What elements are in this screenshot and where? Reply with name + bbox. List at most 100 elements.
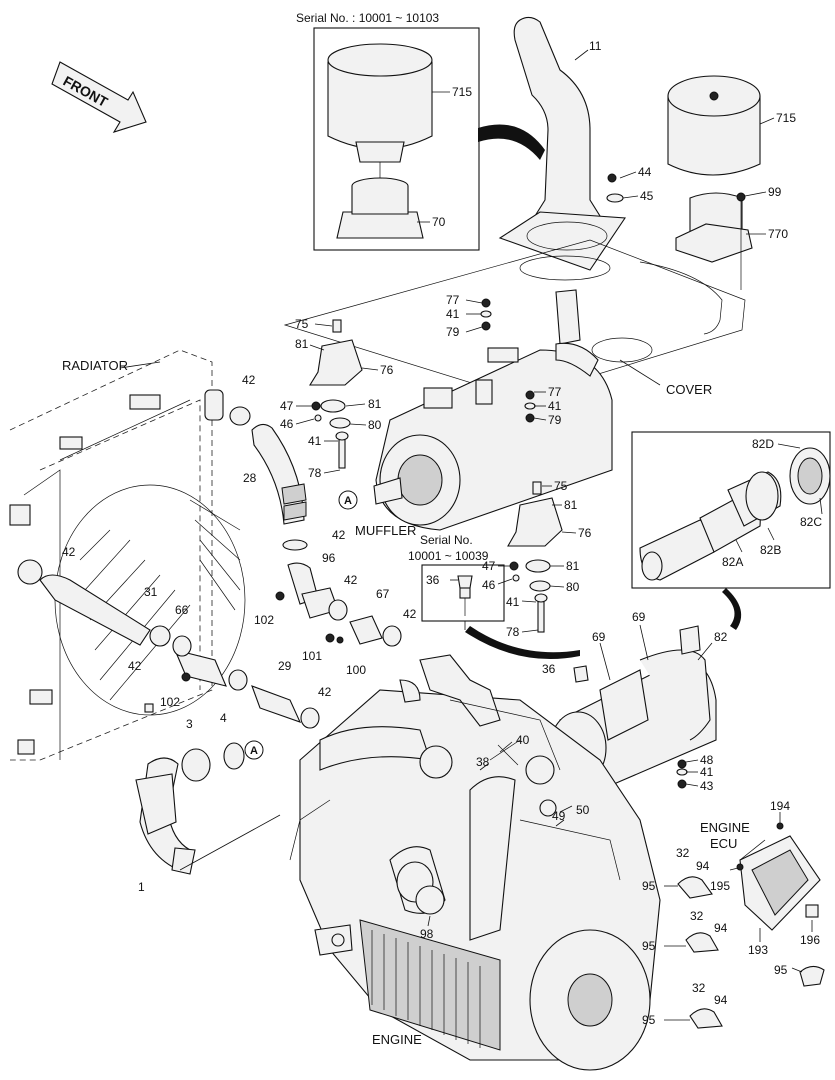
callout: 41 [548, 399, 562, 413]
callout: 80 [368, 418, 382, 432]
callout: 50 [576, 803, 590, 817]
serial-mid-label-1: Serial No. [420, 533, 473, 547]
bracket-lower [497, 481, 577, 633]
caption-engine: ENGINE [372, 1032, 422, 1047]
callout: 102 [254, 613, 274, 627]
callout: 66 [175, 603, 189, 617]
callout: 80 [566, 580, 580, 594]
callout: 75 [295, 317, 309, 331]
clips [664, 876, 825, 1029]
callout: 193 [748, 943, 768, 957]
callout: 82B [760, 543, 781, 557]
callout: 94 [714, 993, 728, 1007]
callout: 95 [642, 879, 656, 893]
serial-inset-top: Serial No. : 10001 ~ 10103 [296, 11, 480, 251]
callout: 67 [376, 587, 390, 601]
callout: 82A [722, 555, 743, 569]
callout: 47 [482, 559, 496, 573]
callout: 99 [768, 185, 782, 199]
callout: 3 [186, 717, 193, 731]
callout: 41 [446, 307, 460, 321]
callout: 196 [800, 933, 820, 947]
callout: 42 [403, 607, 417, 621]
callout: 46 [482, 578, 496, 592]
callout: 32 [690, 909, 704, 923]
callout: 95 [774, 963, 788, 977]
ref-mark-a-lower: A [250, 745, 258, 757]
callout: 41 [308, 434, 322, 448]
callout: 81 [295, 337, 309, 351]
callout: 70 [432, 215, 446, 229]
fasteners-top [465, 298, 547, 423]
callout: 42 [332, 528, 346, 542]
callout: 79 [548, 413, 562, 427]
callout: 79 [446, 325, 460, 339]
callout: 44 [638, 165, 652, 179]
callout: 32 [692, 981, 706, 995]
front-arrow: FRONT [51, 61, 147, 133]
callout: 69 [632, 610, 646, 624]
serial-inset-mid: Serial No. 10001 ~ 10039 [408, 533, 580, 659]
callout: 95 [642, 939, 656, 953]
caption-cover: COVER [666, 382, 712, 397]
callout: 69 [592, 630, 606, 644]
callout: 43 [700, 779, 714, 793]
bracket-upper [295, 319, 379, 474]
callout: 75 [554, 479, 568, 493]
callout: 770 [768, 227, 788, 241]
engine-block [289, 654, 661, 1071]
callout: 81 [566, 559, 580, 573]
serial-top-label: Serial No. : 10001 ~ 10103 [296, 11, 439, 25]
radiator [9, 349, 246, 761]
callout: 82C [800, 515, 822, 529]
callout: 42 [344, 573, 358, 587]
callout: 28 [243, 471, 257, 485]
serial-mid-label-2: 10001 ~ 10039 [408, 549, 489, 563]
callout: 42 [62, 545, 76, 559]
callout: 78 [506, 625, 520, 639]
callout: 194 [770, 799, 790, 813]
callout: 46 [280, 417, 294, 431]
callout: 82D [752, 437, 774, 451]
callout: 4 [220, 711, 227, 725]
callout: 41 [700, 765, 714, 779]
callout: 29 [278, 659, 292, 673]
caption-radiator: RADIATOR [62, 358, 128, 373]
callout: 36 [542, 662, 556, 676]
callout: 1 [138, 880, 145, 894]
callout: 32 [676, 846, 690, 860]
callout: 77 [548, 385, 562, 399]
callout: 78 [308, 466, 322, 480]
caption-ecu-2: ECU [710, 836, 737, 851]
callout: 11 [589, 39, 602, 53]
callout: 81 [368, 397, 382, 411]
callout: 41 [506, 595, 520, 609]
callout: 101 [302, 649, 322, 663]
callout: 102 [160, 695, 180, 709]
air-cleaner-right [606, 75, 775, 290]
callout: 96 [322, 551, 336, 565]
caption-muffler: MUFFLER [355, 523, 416, 538]
callout: 94 [696, 859, 710, 873]
callout: 42 [128, 659, 142, 673]
callout: 49 [552, 809, 566, 823]
callout: 76 [380, 363, 394, 377]
callout: 98 [420, 927, 434, 941]
callout: 45 [640, 189, 654, 203]
ref-mark-a-upper: A [344, 495, 352, 507]
callout: 81 [564, 498, 578, 512]
callout: 47 [280, 399, 294, 413]
callout: 715 [452, 85, 472, 99]
callout: 36 [426, 573, 440, 587]
callout: 94 [714, 921, 728, 935]
callout: 42 [242, 373, 256, 387]
callout: 95 [642, 1013, 656, 1027]
hoses-left: A [17, 406, 402, 875]
callout: 40 [516, 733, 530, 747]
filter-inset [631, 431, 831, 630]
callout: 82 [714, 630, 728, 644]
callout: 42 [318, 685, 332, 699]
callout: 76 [578, 526, 592, 540]
callout: 715 [776, 111, 796, 125]
